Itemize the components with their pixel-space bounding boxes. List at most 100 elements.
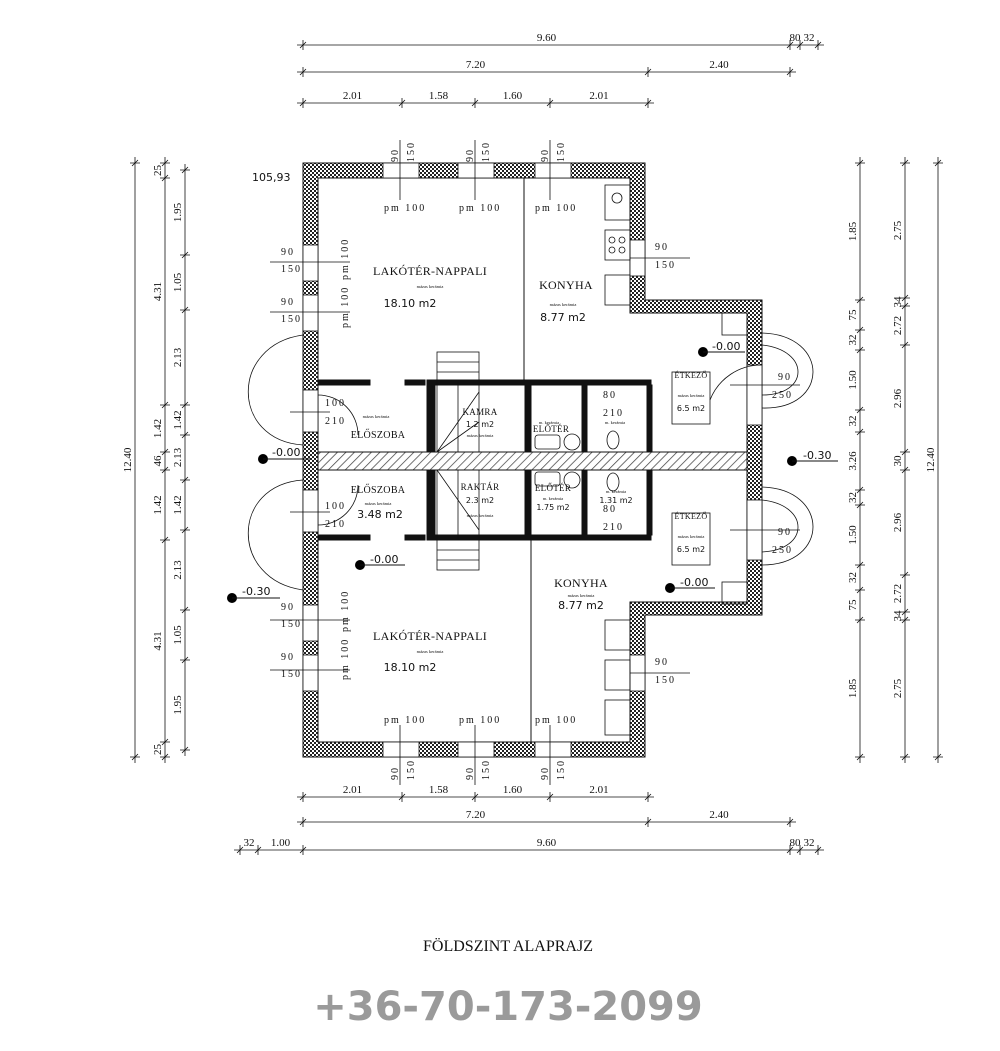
dimension-tick [180,401,190,409]
dimension-tick [299,845,307,855]
dimension-left-detail: 1.951.052.131.422.131.422.131.051.95 [172,164,190,756]
dimension-tick [299,40,307,50]
opening-labels: 90 150 90 150 90 150 90 150 90 150 90 15… [270,140,800,785]
room-floor: m. kerámia [543,496,563,501]
dimension-label: 7.20 [466,59,486,71]
dimension-tick [471,792,479,802]
level-marker: -0.00 [355,553,405,570]
terrace-upper [761,332,814,409]
dimension-tick [814,845,822,855]
dimension-tick [180,431,190,439]
dimension-tick [900,616,910,624]
dimension-label: 75 [847,309,859,321]
dimension-label: 46 [152,455,164,467]
dimension-tick [180,476,190,484]
room-name: LAKÓTÉR-NAPPALI [373,264,487,278]
entry-step-lower [247,479,304,591]
elevation-reference: 105,93 [252,171,291,184]
dimension-label: 9.60 [537,837,557,849]
room-floor: mázas kerámia [363,414,390,419]
dimension-label: 80 [790,32,802,44]
window-height-label: 150 [655,675,676,686]
dimension-label: 2.13 [172,347,184,367]
sill-label: pm 100 [535,203,577,214]
room-area: 6.5 m2 [677,545,705,554]
walls [302,162,763,758]
dimension-label: 25 [152,744,164,756]
dimension-tick [855,501,865,509]
dimension-label: 2.40 [709,59,729,71]
room-name: ELŐTÉR [535,483,571,493]
entry-door-width: 100 [325,398,346,409]
dimension-label: 32 [847,572,859,583]
dimension-label: 32 [847,416,859,427]
dimension-tick [546,98,554,108]
dimension-tick [855,296,865,304]
dimension-tick [180,251,190,259]
drawing-title: FÖLDSZINT ALAPRAJZ [423,937,593,955]
dimension-label: 32 [847,492,859,503]
dimension-label: 1.42 [172,410,184,429]
level-marker: -0.00 [665,576,715,593]
room-name: ELŐSZOBA [351,484,406,496]
dimension-label: 2.01 [343,90,362,102]
dimension-tick [160,401,170,409]
room-area: 18.10 m2 [384,297,437,310]
dimension-tick [900,608,910,616]
dimension-tick [644,817,652,827]
dimension-label: 1.42 [152,495,164,514]
room-area: 8.77 m2 [558,599,604,612]
sill-label: pm 100 [340,638,351,680]
dimension-label: 80 [790,837,802,849]
dining-table-upper [671,371,711,425]
dimension-label: 34 [892,610,904,622]
dimension-label: 25 [152,165,164,177]
dimension-label: 1.42 [152,419,164,438]
dimension-label: 12.40 [925,447,937,472]
room-floor: mázas kerámia [467,433,494,438]
room-name: RAKTÁR [461,482,500,492]
window-height-label: 150 [406,759,417,780]
dimension-label: 1.50 [847,370,859,390]
dimension-tick [786,845,794,855]
level-marker: -0.30 [787,449,838,466]
dimension-tick [900,753,910,761]
terrace-door-height: 250 [772,390,793,401]
window-height-label: 150 [406,141,417,162]
dimension-tick [814,40,822,50]
wc-door-height: 210 [603,408,624,419]
entry-door-height: 210 [325,416,346,427]
room-floor: mázas kerámia [678,393,705,398]
dimension-label: 2.13 [172,447,184,467]
dimension-label: 2.01 [589,784,608,796]
window-width-label: 90 [281,602,295,613]
terrace-door-height: 250 [772,545,793,556]
terrace-lower [761,486,814,566]
dimension-label: 2.72 [892,584,904,603]
dimension-tick [786,817,794,827]
entry-door-height: 210 [325,519,346,530]
dimension-label: 2.40 [709,809,729,821]
sill-label: pm 100 [340,286,351,328]
party-wall [317,451,748,471]
dimension-tick [900,159,910,167]
room-floor: mázas kerámia [417,284,444,289]
window-height-label: 150 [281,314,302,325]
room-floor: mázas kerámia [417,649,444,654]
dimension-label: 4.31 [152,631,164,650]
dimension-tick [855,586,865,594]
window-width-label: 90 [465,766,476,780]
dimension-label: 1.95 [172,202,184,222]
level-marker: -0.00 [698,340,745,357]
dimension-label: 75 [847,599,859,611]
dimension-tick [180,746,190,754]
dimension-label: 1.50 [847,525,859,545]
room-floor: mázas kerámia [678,534,705,539]
room-name: LAKÓTÉR-NAPPALI [373,629,487,643]
dimension-tick [254,845,262,855]
dimension-tick [900,294,910,302]
window-height-label: 150 [481,141,492,162]
